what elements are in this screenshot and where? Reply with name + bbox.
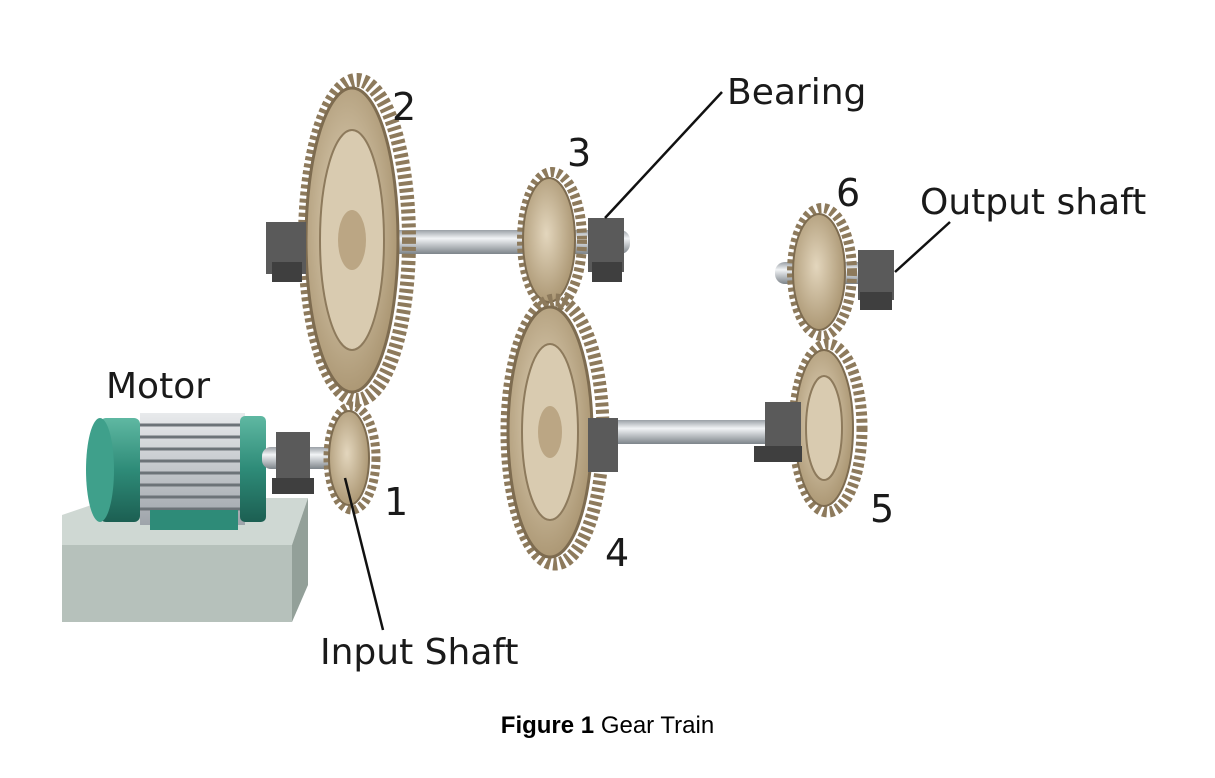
bearing-output <box>858 250 894 310</box>
gear-4 <box>500 293 610 571</box>
input-shaft-leader-line <box>343 477 385 631</box>
figure-number: Figure 1 <box>500 712 595 739</box>
gear-1 <box>323 401 381 515</box>
gear-6 <box>787 203 857 341</box>
gear-3 <box>517 167 587 313</box>
figure-title: Gear Train <box>600 712 715 739</box>
input-shaft-label: Input Shaft <box>320 632 519 673</box>
gear-1-label: 1 <box>384 480 408 524</box>
gear-5-label: 5 <box>870 487 894 531</box>
gear-2-label: 2 <box>392 85 416 129</box>
motor <box>86 413 266 530</box>
bearing-lower-left <box>588 418 618 472</box>
output-shaft-leader-line <box>894 221 951 273</box>
bearing-upper-left <box>266 222 306 282</box>
bearing-lower-right <box>754 402 802 462</box>
bearing-upper-right <box>588 218 624 282</box>
figure-caption: Figure 1 Gear Train <box>0 712 1215 740</box>
gear-3-label: 3 <box>567 131 591 175</box>
gear-6-label: 6 <box>836 171 860 215</box>
bearing-leader-line <box>604 91 723 219</box>
motor-label: Motor <box>106 366 210 407</box>
gear-2 <box>298 73 416 407</box>
output-shaft-label: Output shaft <box>920 182 1146 223</box>
gear-5 <box>788 338 868 518</box>
gear-4-label: 4 <box>605 531 629 575</box>
bearing-input <box>272 432 314 494</box>
bearing-label: Bearing <box>727 72 866 113</box>
